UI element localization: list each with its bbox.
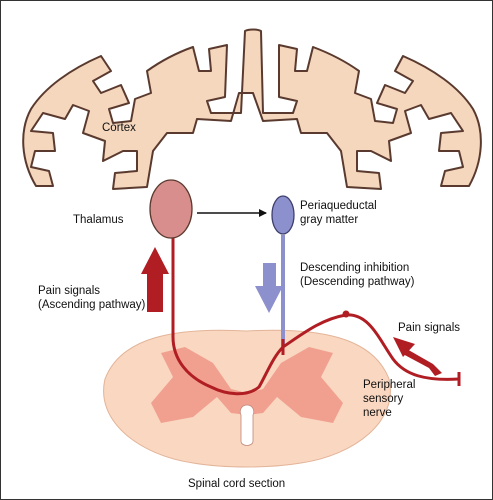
label-descending: Descending inhibition (Descending pathwa… bbox=[300, 261, 414, 289]
label-ascending-line2: (Ascending pathway) bbox=[38, 299, 146, 311]
nerve-ganglion bbox=[342, 310, 350, 318]
cortex-shape bbox=[22, 28, 482, 190]
spinal-cord-section bbox=[103, 329, 391, 468]
label-pag-line2: gray matter bbox=[300, 214, 359, 226]
label-ascending-line1: Pain signals bbox=[38, 285, 101, 297]
gray-matter bbox=[151, 347, 343, 423]
label-nerve-line3: nerve bbox=[363, 407, 392, 419]
label-ascending: Pain signals (Ascending pathway) bbox=[38, 284, 145, 312]
thalamus-node bbox=[149, 179, 193, 239]
central-canal bbox=[239, 404, 255, 446]
label-pain-signals: Pain signals bbox=[398, 322, 461, 334]
descending-arrow-icon bbox=[255, 263, 283, 313]
label-pag-line1: Periaqueductal bbox=[300, 200, 377, 212]
label-spinal-cord: Spinal cord section bbox=[188, 478, 286, 490]
label-descending-line2: (Descending pathway) bbox=[300, 276, 415, 288]
ascending-arrow-icon bbox=[141, 247, 169, 312]
pain-signal-arrowhead-icon bbox=[393, 337, 415, 357]
ascending-pathway-line bbox=[171, 237, 285, 396]
label-thalamus: Thalamus bbox=[73, 214, 124, 226]
peripheral-sensory-nerve bbox=[282, 313, 460, 381]
pag-node bbox=[271, 195, 295, 235]
label-nerve-line1: Peripheral bbox=[363, 379, 416, 391]
label-cortex: Cortex bbox=[102, 122, 136, 134]
label-peripheral-nerve: Peripheral sensory nerve bbox=[363, 378, 415, 420]
label-pag: Periaqueductal gray matter bbox=[300, 199, 377, 227]
pain-signal-arrow-icon bbox=[401, 348, 442, 376]
label-nerve-line2: sensory bbox=[363, 393, 404, 405]
label-descending-line1: Descending inhibition bbox=[300, 262, 410, 274]
